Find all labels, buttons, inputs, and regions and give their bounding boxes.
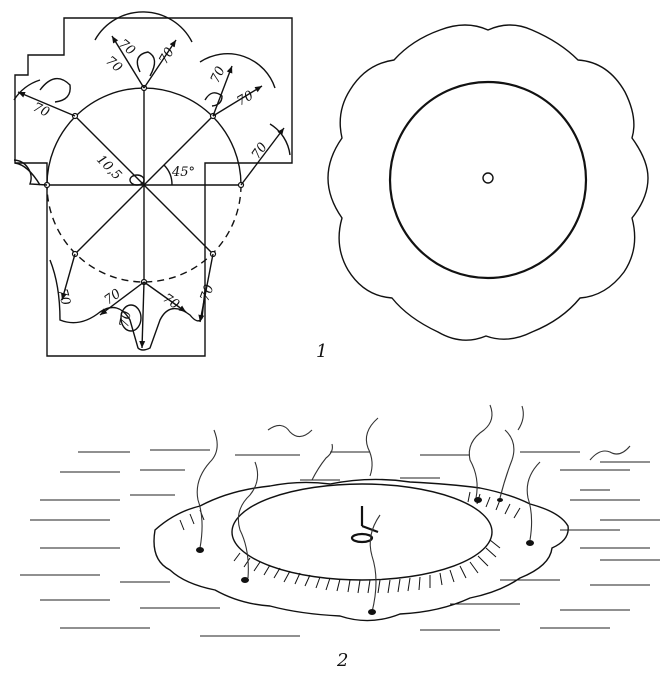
dim-70-d: 70 — [30, 100, 51, 121]
smoke-wisps — [196, 404, 631, 613]
inner-ellipse — [231, 483, 493, 581]
angle-label: 45° — [171, 165, 195, 180]
scalloped-outline — [327, 24, 649, 341]
radial-lines — [47, 88, 241, 282]
dim-70-h: 70 — [54, 287, 73, 307]
rim-hatching — [179, 491, 521, 594]
dim-70-g: 70 — [249, 140, 271, 162]
center-point — [482, 172, 494, 184]
layout-plan-drawing: 45° 10,5 — [13, 11, 293, 357]
dim-70-a: 70 — [115, 37, 137, 59]
fire-spots-3d — [196, 497, 534, 615]
figure-label-1: 1 — [316, 341, 327, 362]
dim-70-l: 70 — [198, 283, 218, 304]
dim-70-f: 70 — [235, 88, 257, 109]
inner-circle — [388, 80, 588, 280]
fire-circle-lower — [46, 184, 242, 283]
angle-arc — [163, 164, 173, 186]
dim-70-k: 70 — [117, 310, 135, 329]
radius-label: 10,5 — [93, 152, 124, 183]
center-stake-3d — [350, 506, 379, 544]
outer-ring — [153, 478, 569, 622]
plot-boundary — [14, 17, 293, 357]
dim-70-b: 70 — [102, 54, 124, 76]
burn-scene-drawing — [20, 404, 660, 637]
dim-70-e: 70 — [208, 64, 229, 85]
offset-arcs — [13, 11, 291, 351]
dim-70-i: 70 — [102, 286, 124, 308]
ground-strokes — [20, 449, 660, 637]
dim-70-c: 70 — [156, 45, 177, 67]
flower-shape-drawing — [327, 24, 649, 341]
center-stake — [129, 174, 145, 186]
figure-label-2: 2 — [336, 650, 348, 671]
